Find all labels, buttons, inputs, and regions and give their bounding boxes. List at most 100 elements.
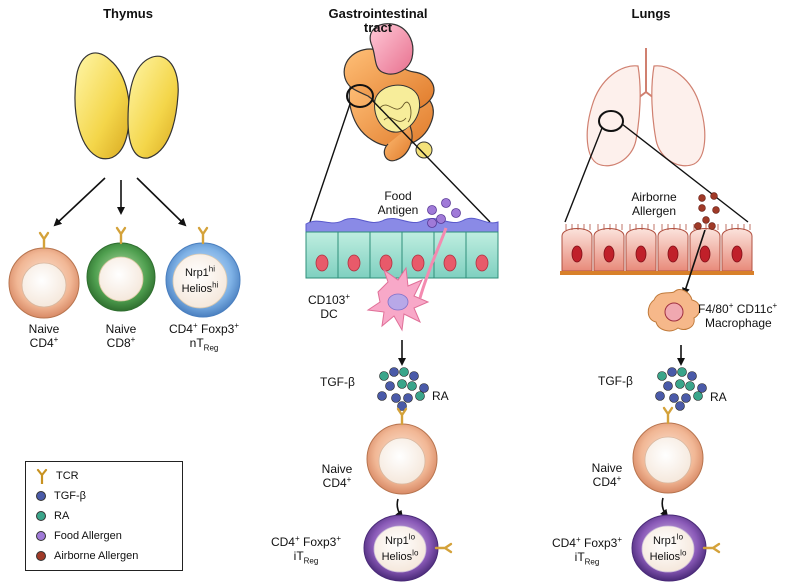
tgfb-dot: [697, 383, 707, 393]
lung-cytokine-dots: [655, 367, 707, 411]
naive-cd8-label-line1: Naive: [105, 322, 137, 336]
ra-dot: [399, 367, 409, 377]
epithelial-nucleus: [347, 254, 361, 272]
gi-zoom-line-left: [309, 103, 351, 223]
gi-itreg-nrp1-label: Nrp1lo: [384, 532, 416, 547]
ra-dot: [36, 511, 46, 521]
lung-tgfb-label: TGF-β: [598, 374, 633, 388]
gi-zoom-circle: [346, 84, 374, 108]
tcr-icon: [702, 542, 721, 554]
legend-item-tcr: TCR: [36, 468, 79, 484]
lung-naive-cd4-cell: [632, 422, 704, 494]
food-antigen-dot: [436, 214, 446, 224]
lung-naive-label-line1: Naive: [591, 461, 623, 475]
airborne-allergen-dot: [36, 551, 46, 561]
airborne-allergen-dot: [694, 222, 702, 230]
food-antigen-label-line2: Antigen: [377, 203, 419, 217]
tgfb-dot: [36, 491, 46, 501]
ra-dot: [675, 379, 685, 389]
tcr-icon: [662, 406, 674, 425]
tcr-icon: [36, 468, 48, 484]
lung-zoom-circle: [598, 110, 624, 132]
naive-cd4-cell: [8, 247, 80, 319]
airborne-label-line1: Airborne: [631, 190, 677, 204]
epithelial-nucleus: [379, 254, 393, 272]
food-antigen-dot: [451, 208, 461, 218]
lung-itreg-helios-label: Helioslo: [649, 548, 687, 563]
gi-naive-label-line2: CD4+: [322, 475, 352, 491]
tgfb-dot: [667, 367, 677, 377]
tgfb-dot: [377, 391, 387, 401]
macrophage-label-line1: F4/80+ CD11c+: [698, 301, 778, 317]
tgfb-dot: [385, 381, 395, 391]
legend-box: TCR TGF-β RA Food Allergen Airborne Alle…: [25, 461, 183, 571]
food-antigen-dot: [427, 205, 437, 215]
food-antigen-dot: [427, 218, 437, 228]
arrow-lung-naive-to-itreg: [660, 497, 669, 518]
tgfb-dot: [663, 381, 673, 391]
ntreg-nrp1-label: Nrp1hi: [184, 264, 216, 279]
epithelial-nucleus: [443, 254, 457, 272]
gi-itreg-cell: [363, 514, 439, 582]
epithelial-nucleus: [475, 254, 489, 272]
tcr-icon: [197, 226, 209, 245]
gi-zoom-line-right: [371, 99, 491, 223]
ntreg-cell: [165, 242, 241, 318]
airborne-label-line2: Allergen: [631, 204, 677, 218]
dc-label-line1: CD103+: [307, 292, 351, 308]
lung-cell-nucleus: [635, 245, 647, 263]
airborne-allergen-particles: [694, 192, 720, 230]
tgfb-dot: [397, 401, 407, 411]
gi-tract-organ: [343, 23, 435, 162]
airborne-allergen-dot: [698, 204, 706, 212]
lung-cell-nucleus: [667, 245, 679, 263]
tgfb-dot: [403, 393, 413, 403]
lung-basement-membrane: [560, 271, 754, 275]
gi-tgfb-label: TGF-β: [320, 375, 355, 389]
arrow-allergen-to-macrophage: [682, 229, 706, 296]
tgfb-dot: [389, 367, 399, 377]
lung-cell-nucleus: [603, 245, 615, 263]
gi-cytokine-dots: [377, 367, 429, 411]
tgfb-dot: [681, 393, 691, 403]
tgfb-dot: [687, 371, 697, 381]
macrophage-label-line2: Macrophage: [705, 316, 772, 330]
dc-dendrite: [418, 227, 448, 299]
naive-cd8-label-line2: CD8+: [106, 335, 136, 351]
lungs-organ: [586, 48, 706, 167]
lung-itreg-nrp1-label: Nrp1lo: [652, 532, 684, 547]
gi-itreg-helios-label: Helioslo: [381, 548, 419, 563]
legend-item-airborne-allergen: Airborne Allergen: [36, 548, 138, 564]
dc-label-line2: DC: [320, 307, 338, 321]
thymus-organ: [74, 52, 179, 160]
tcr-icon: [38, 231, 50, 250]
tcr-receptors: [38, 226, 721, 554]
arrow-thymus-to-cd4: [53, 177, 106, 227]
airborne-allergen-dot: [712, 206, 720, 214]
ntreg-label-line2: nTReg: [189, 336, 219, 353]
lung-cell-nucleus: [699, 245, 711, 263]
epithelial-nucleus: [315, 254, 329, 272]
lung-cell-nucleus: [571, 245, 583, 263]
gi-ra-label: RA: [432, 389, 449, 403]
tgfb-dot: [669, 393, 679, 403]
arrow-gi-naive-to-itreg: [395, 498, 404, 519]
epithelial-nucleus: [411, 254, 425, 272]
food-antigen-dot: [441, 198, 451, 208]
food-antigen-particles: [427, 198, 461, 228]
gi-title-line1: Gastrointestinal: [328, 6, 428, 21]
tcr-icon: [434, 542, 453, 554]
ntreg-label-line1: CD4+ Foxp3+: [168, 321, 240, 337]
arrow-thymus-to-ntreg: [136, 177, 187, 227]
tcr-icon: [115, 226, 127, 245]
lung-itreg-cell: [631, 514, 707, 582]
legend-item-ra: RA: [36, 508, 69, 524]
lung-itreg-label-line2: iTReg: [574, 550, 600, 567]
airborne-allergen-dot: [708, 222, 716, 230]
intestinal-epithelium: [305, 217, 499, 233]
airborne-allergen-dot: [698, 194, 706, 202]
ra-dot: [397, 379, 407, 389]
ra-dot: [657, 371, 667, 381]
ntreg-helios-label: Helioshi: [181, 280, 219, 295]
naive-cd4-label-line2: CD4+: [29, 335, 59, 351]
